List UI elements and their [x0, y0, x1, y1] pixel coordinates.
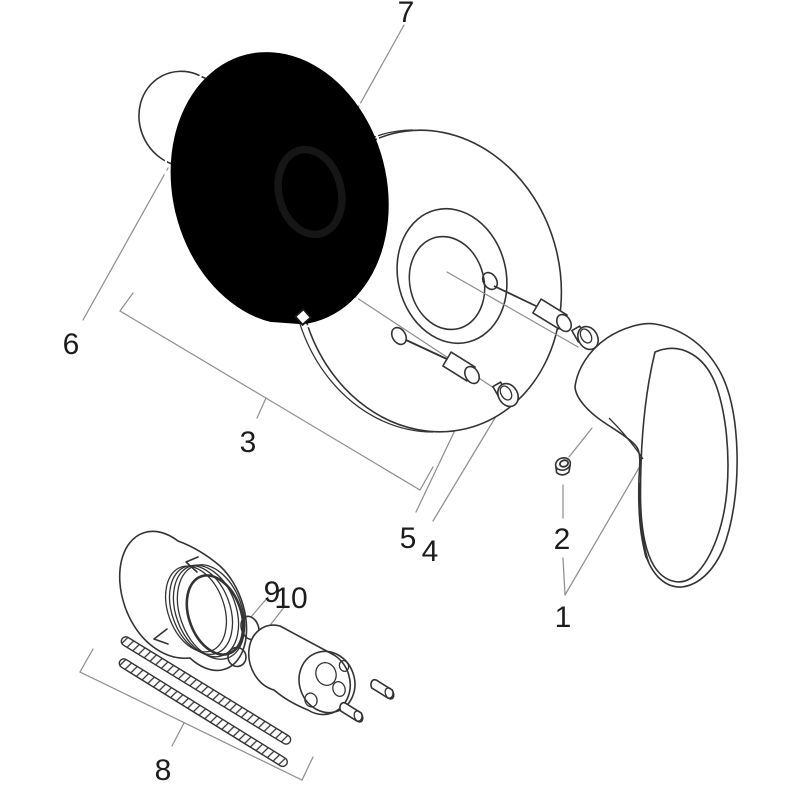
axis-seg-lower-dark [405, 339, 450, 361]
bracket-8 [79, 648, 314, 781]
screw-cap-lower-head [497, 382, 519, 408]
part-label-1: 1 [555, 601, 572, 634]
part-label-9: 9 [264, 576, 281, 609]
part-label-5: 5 [400, 522, 417, 555]
cartridge-face [298, 650, 356, 714]
screw-cap-upper [571, 325, 599, 351]
plate-center-hole [408, 235, 486, 331]
plate-screw-hole-upper [481, 271, 499, 291]
part-labels: 7 6 3 5 4 2 1 8 9 10 [63, 0, 572, 787]
leader-nut-to-handle [568, 427, 593, 458]
screw-cap-lower [492, 381, 519, 408]
bracket-3 [119, 292, 434, 491]
handle-lever [574, 322, 738, 588]
cartridge [247, 624, 356, 716]
cartridge-hole-right [332, 681, 346, 697]
plate-screw-hole-lower [390, 326, 408, 346]
handle-crease [608, 417, 644, 460]
pin-right [370, 678, 394, 700]
part-label-2: 2 [554, 523, 571, 556]
handle-edge-line-2 [639, 491, 647, 559]
screw-pin-upper [532, 298, 573, 333]
plug-nut-bore [558, 459, 570, 468]
pin-left [339, 701, 363, 723]
plug-nut [554, 457, 572, 476]
part-label-3: 3 [240, 426, 257, 459]
bracket-8-label-tick [171, 722, 185, 747]
part-label-6: 6 [63, 328, 80, 361]
leader-lines [79, 24, 644, 781]
screw-pin-upper-head [555, 313, 573, 333]
threaded-rod-2-shaft [118, 658, 288, 768]
o-ring-extra [227, 646, 247, 668]
bracket-3-label-tick [256, 397, 267, 419]
screw-cap-lower-recess [499, 385, 513, 401]
rotate-arrow-top [185, 556, 199, 573]
part-label-4: 4 [422, 535, 439, 568]
rotate-arrow-bottom [153, 628, 169, 645]
threaded-rod-1-shaft [120, 636, 292, 745]
leader-line-2-lower [562, 557, 566, 596]
screw-pin-lower [442, 351, 481, 385]
leader-line-1 [564, 460, 644, 596]
cartridge-hole-top [338, 659, 350, 673]
leader-line-4 [432, 402, 505, 522]
leader-line-9 [250, 596, 269, 618]
axis-line-upper [446, 271, 579, 348]
pin-left-end [353, 710, 364, 723]
threaded-rod-1 [120, 636, 292, 745]
handle-silhouette [574, 322, 738, 588]
part-label-7: 7 [398, 0, 415, 29]
cartridge-hole-bottom [304, 692, 318, 708]
cartridge-body [247, 624, 352, 716]
part-label-10: 10 [274, 582, 307, 615]
screw-pin-lower-head [463, 365, 481, 385]
snap-ring-end-face [293, 307, 313, 327]
screw-cap-upper-recess [579, 328, 593, 344]
cartridge-hole-center [315, 662, 337, 686]
snap-ring-highlight [164, 47, 392, 329]
part-label-8: 8 [155, 754, 172, 787]
cartridge-pins [339, 678, 395, 723]
axis-seg-upper-dark [493, 285, 539, 308]
threaded-rod-2 [118, 658, 288, 768]
handle-face-oval [639, 347, 729, 583]
o-ring-7 [274, 145, 346, 239]
leader-line-6 [82, 167, 169, 321]
threaded-rods [118, 636, 292, 768]
pin-right-end [384, 687, 395, 700]
plate-boss-ring [396, 207, 508, 345]
threaded-sleeve-body [118, 530, 248, 672]
